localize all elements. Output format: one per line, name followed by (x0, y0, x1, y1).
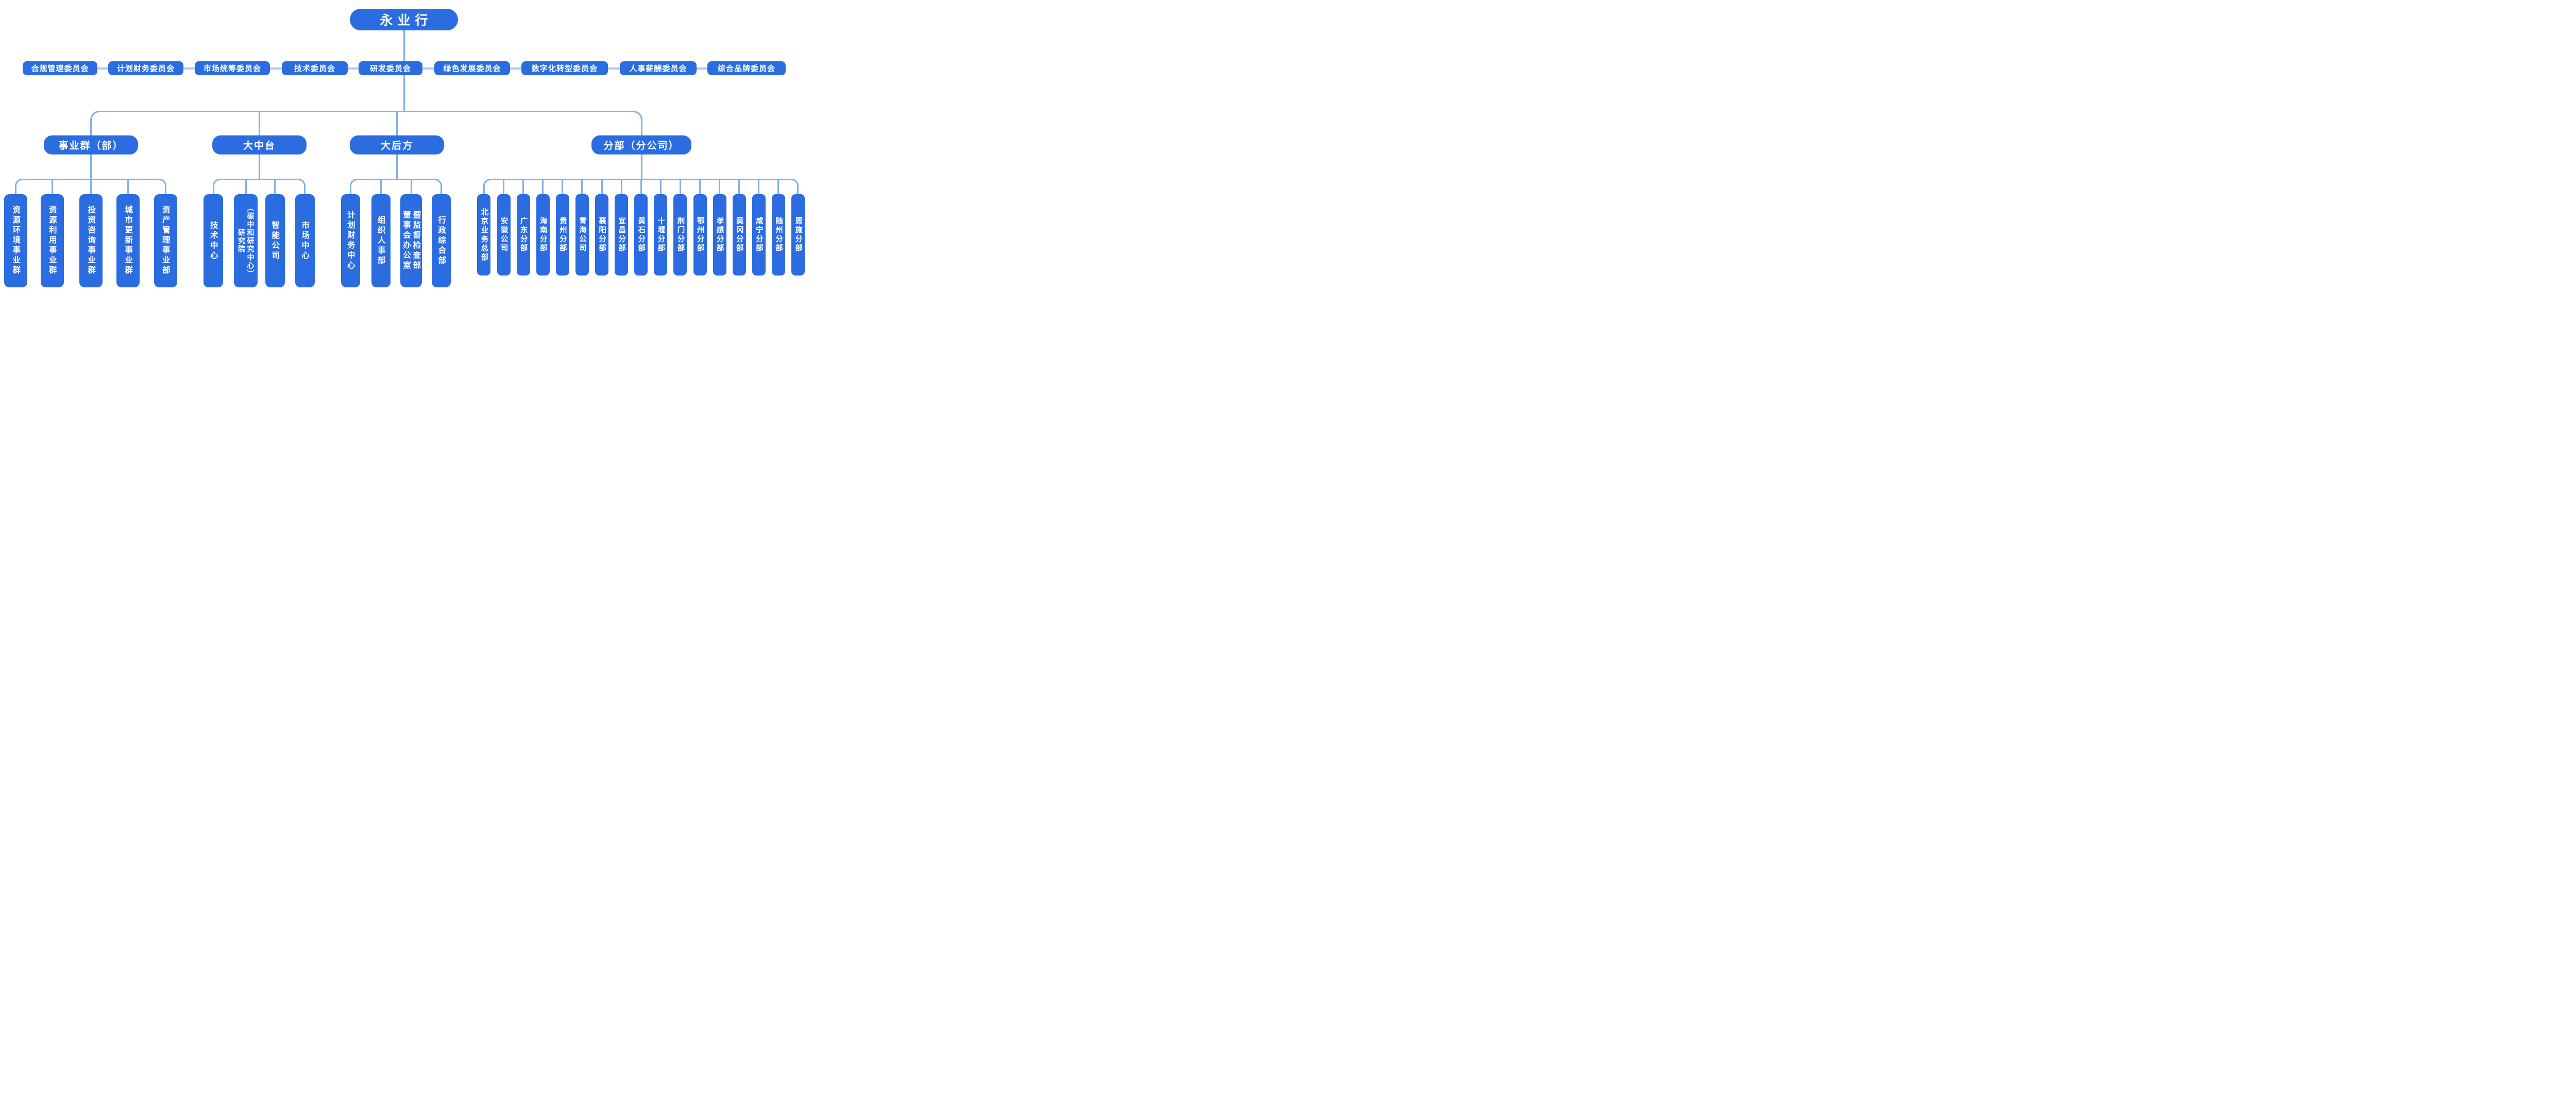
dept-node: 黄石分部 (634, 194, 648, 276)
committee-bridge-line (510, 67, 522, 70)
dept-node: 董事会办公室 暨监督检查部 (400, 194, 422, 287)
connector-line (259, 111, 260, 135)
dept-node: 荆门分部 (673, 194, 687, 276)
dept-node: 组织人事部 (371, 194, 391, 287)
dept-node: 鄂州分部 (693, 194, 707, 276)
connector-line (640, 179, 642, 194)
trunk-connector-line (403, 75, 405, 111)
dept-node: 青海公司 (575, 194, 589, 276)
dept-node: 孝感分部 (713, 194, 726, 276)
division-node: 大中台 (212, 135, 307, 154)
dept-node: 计划财务中心 (341, 194, 360, 287)
connector-line (274, 179, 276, 194)
dept-node: 市场中心 (295, 194, 315, 287)
dept-node: 随州分部 (771, 194, 785, 276)
connector-line (90, 154, 92, 179)
connector-line (410, 179, 412, 194)
committee-bridge-line (347, 67, 359, 70)
connector-line (542, 179, 544, 194)
dept-node: 广东分部 (516, 194, 530, 276)
committee-node: 合规管理委员会 (23, 61, 97, 75)
dept-node: 黄冈分部 (732, 194, 746, 276)
connector-line (51, 179, 53, 194)
org-node-root: 永业行 (350, 9, 458, 30)
connector-line (640, 154, 642, 179)
dept-node: 投资咨询事业群 (79, 194, 103, 287)
committee-bridge-line (183, 67, 195, 70)
dept-node: 安徽公司 (497, 194, 511, 276)
dept-node: 海南分部 (536, 194, 550, 276)
connector-line (738, 179, 740, 194)
connector-line (522, 179, 524, 194)
division-node: 大后方 (350, 135, 444, 154)
connector-line (601, 179, 603, 194)
dept-node: 行政综合部 (432, 194, 451, 287)
committee-node: 绿色发展委员会 (434, 61, 510, 75)
group-bus (349, 179, 442, 194)
committee-node: 综合品牌委员会 (707, 61, 786, 75)
connector-line (620, 179, 622, 194)
dept-node: 技术中心 (204, 194, 223, 287)
connector-line (127, 179, 129, 194)
connector-line (719, 179, 721, 194)
org-chart-canvas: 永业行 合规管理委员会计划财务委员会市场统筹委员会技术委员会研发委员会绿色发展委… (0, 0, 808, 295)
committee-node: 技术委员会 (282, 61, 348, 75)
connector-line (396, 111, 398, 135)
dept-node: 研究院 （碳中和研究中心） (234, 194, 258, 287)
connector-line (90, 179, 92, 194)
committee-node: 市场统筹委员会 (195, 61, 270, 75)
dept-node: 恩施分部 (791, 194, 805, 276)
connector-line (758, 179, 760, 194)
connector-line (699, 179, 701, 194)
connector-line (503, 179, 504, 194)
connector-line (777, 179, 779, 194)
root-connector-line (403, 30, 405, 61)
connector-line (679, 179, 681, 194)
connector-line (562, 179, 564, 194)
dept-node: 襄阳分部 (595, 194, 608, 276)
dept-node: 贵州分部 (555, 194, 569, 276)
connector-line (659, 179, 662, 194)
dept-node: 资源利用事业群 (40, 194, 64, 287)
dept-node: 资源环境事业群 (4, 194, 27, 287)
division-node: 分部（分公司） (591, 135, 691, 154)
dept-node: 城市更新事业群 (116, 194, 140, 287)
committee-node: 人事薪酬委员会 (620, 61, 697, 75)
committee-bridge-line (422, 67, 435, 70)
committee-bridge-line (607, 67, 620, 70)
connector-line (245, 179, 247, 194)
committee-node: 数字化转型委员会 (521, 61, 608, 75)
committee-bridge-line (696, 67, 708, 70)
dept-node: 宜昌分部 (615, 194, 629, 276)
connector-line (380, 179, 382, 194)
division-node: 事业群（部） (44, 135, 138, 154)
connector-line (259, 154, 260, 179)
dept-node: 资产管理事业部 (154, 194, 177, 287)
dept-node: 北京业务总部 (477, 194, 491, 276)
dept-node: 智能公司 (265, 194, 285, 287)
group-bus (212, 179, 306, 194)
committee-node: 计划财务委员会 (108, 61, 183, 75)
dept-node: 咸宁分部 (752, 194, 766, 276)
connector-line (396, 154, 398, 179)
committee-bridge-line (269, 67, 282, 70)
committee-node: 研发委员会 (359, 61, 422, 75)
division-bus (90, 111, 642, 135)
committee-bridge-line (97, 67, 109, 70)
connector-line (581, 179, 583, 194)
dept-node: 十堰分部 (654, 194, 668, 276)
